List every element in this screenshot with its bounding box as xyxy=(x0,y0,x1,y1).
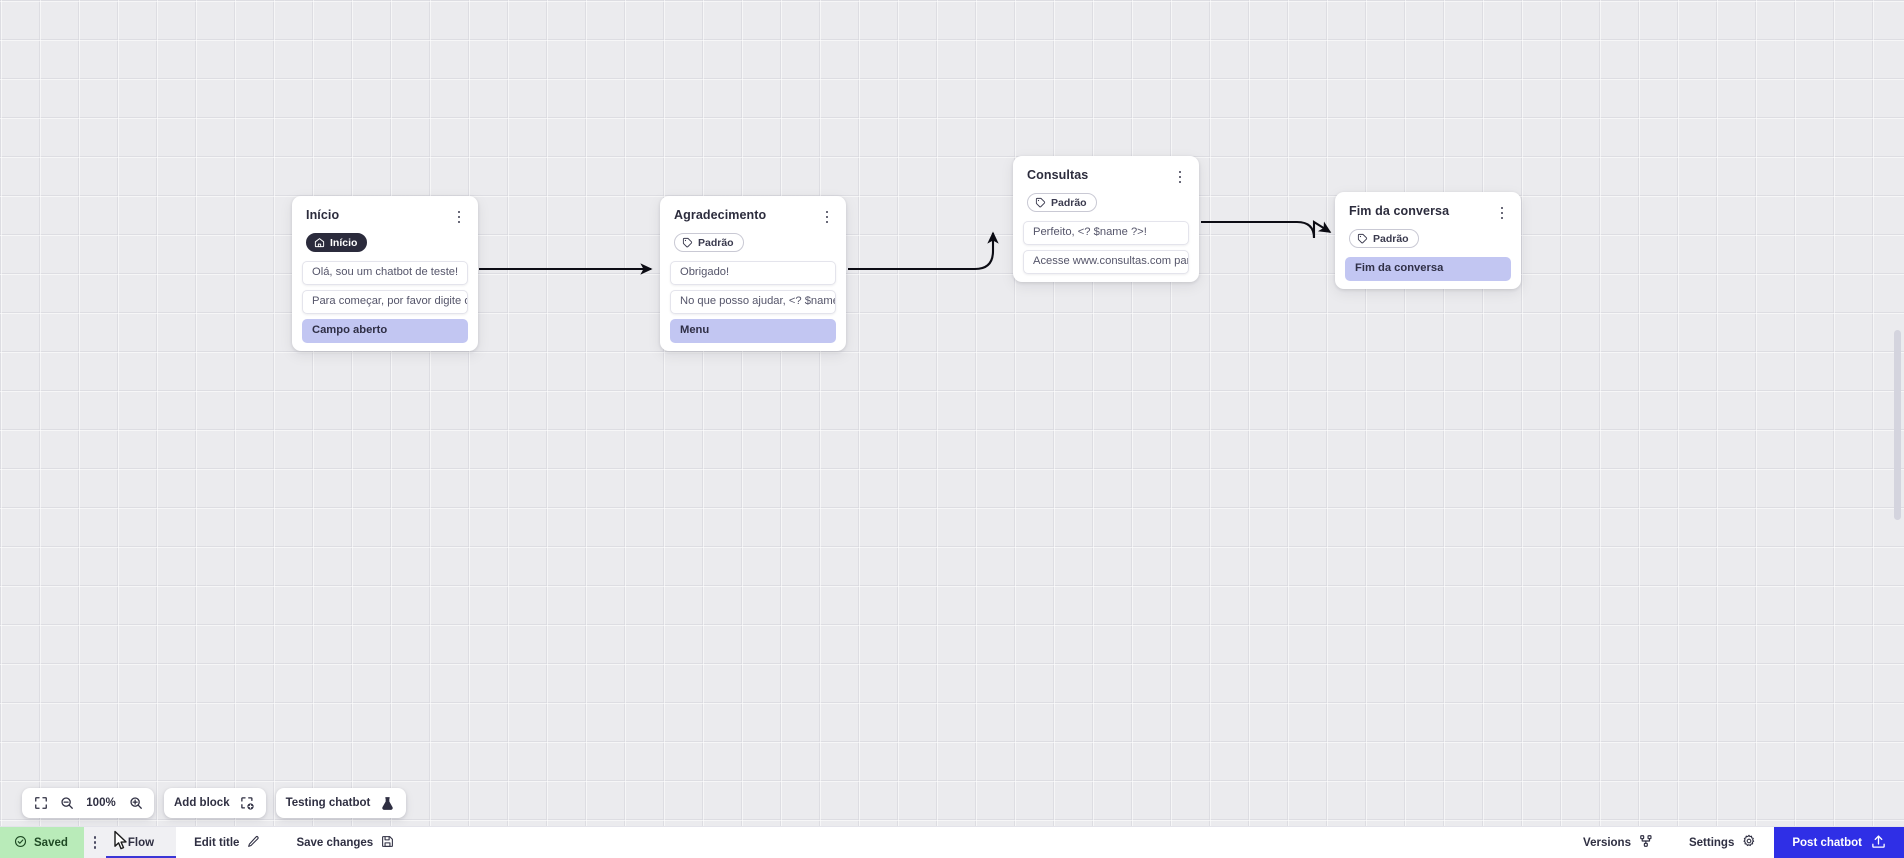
tab-flow[interactable]: Flow xyxy=(105,827,177,858)
node-tag-inicio[interactable]: Início xyxy=(306,233,368,252)
add-block-button[interactable]: Add block xyxy=(164,788,266,818)
node-tag-label: Padrão xyxy=(1373,232,1409,245)
flow-node-fim-da-conversa[interactable]: Fim da conversa Padrão Fim da conversa xyxy=(1335,192,1521,289)
node-title: Agradecimento xyxy=(674,208,767,222)
status-bar-left: Saved Flow Edit title Save changes xyxy=(0,827,412,858)
node-tag-label: Padrão xyxy=(698,236,734,249)
tab-flow-label: Flow xyxy=(127,836,155,849)
node-tag-row: Início xyxy=(302,226,468,253)
check-circle-icon xyxy=(14,835,27,851)
node-menu-button[interactable] xyxy=(452,208,466,226)
node-title: Fim da conversa xyxy=(1349,204,1450,218)
tag-icon xyxy=(682,237,693,248)
node-row-action[interactable]: Campo aberto xyxy=(302,319,468,343)
node-row-message[interactable]: No que posso ajudar, <? $name ... xyxy=(670,290,836,314)
node-menu-button[interactable] xyxy=(1173,168,1187,186)
edit-title-label: Edit title xyxy=(194,836,240,849)
node-tag-label: Padrão xyxy=(1051,196,1087,209)
zoom-in-icon[interactable] xyxy=(127,795,144,812)
testing-chatbot-button[interactable]: Testing chatbot xyxy=(275,788,407,818)
node-row-message[interactable]: Obrigado! xyxy=(670,261,836,285)
node-header: Consultas xyxy=(1023,166,1189,186)
post-chatbot-label: Post chatbot xyxy=(1792,836,1862,849)
flow-node-inicio[interactable]: Início Início Olá, sou um chatbot de tes… xyxy=(292,196,478,351)
node-row-message[interactable]: Para começar, por favor digite o ... xyxy=(302,290,468,314)
node-tag-row: Padrão xyxy=(1023,186,1189,213)
testing-chatbot-label: Testing chatbot xyxy=(285,797,371,809)
status-bar-right: Versions Settings xyxy=(1565,827,1904,858)
flask-icon xyxy=(379,795,396,812)
node-row-action[interactable]: Menu xyxy=(670,319,836,343)
edge-consultas-fim xyxy=(1201,220,1332,239)
flow-node-agradecimento[interactable]: Agradecimento Padrão Obrigado! No que po… xyxy=(660,196,846,351)
branch-icon xyxy=(1639,834,1653,851)
pencil-icon xyxy=(247,835,260,851)
add-block-icon xyxy=(239,795,256,812)
versions-label: Versions xyxy=(1583,836,1631,849)
node-header: Início xyxy=(302,206,468,226)
canvas-toolbar: 100% Add block xyxy=(22,788,407,818)
saved-status-badge: Saved xyxy=(0,827,84,858)
node-row-action[interactable]: Fim da conversa xyxy=(1345,257,1511,281)
zoom-controls: 100% xyxy=(22,788,154,818)
save-changes-button[interactable]: Save changes xyxy=(278,827,412,858)
home-icon xyxy=(314,237,325,248)
node-tag-padrao[interactable]: Padrão xyxy=(674,233,744,252)
settings-label: Settings xyxy=(1688,836,1735,849)
flow-canvas[interactable]: Início Início Olá, sou um chatbot de tes… xyxy=(0,0,1904,826)
save-changes-label: Save changes xyxy=(296,836,374,849)
zoom-out-icon[interactable] xyxy=(58,795,75,812)
node-tag-row: Padrão xyxy=(1345,222,1511,249)
canvas-vertical-scrollbar[interactable] xyxy=(1894,330,1901,520)
fullscreen-icon[interactable] xyxy=(32,795,49,812)
node-rows: Fim da conversa xyxy=(1345,257,1511,281)
node-rows: Olá, sou um chatbot de teste! Para começ… xyxy=(302,261,468,343)
add-block-label: Add block xyxy=(174,797,230,809)
gear-icon xyxy=(1742,834,1756,851)
node-tag-row: Padrão xyxy=(670,226,836,253)
node-title: Início xyxy=(306,208,340,222)
tag-icon xyxy=(1357,233,1368,244)
flow-edges xyxy=(479,220,1332,275)
node-row-message[interactable]: Perfeito, <? $name ?>! xyxy=(1023,221,1189,245)
node-title: Consultas xyxy=(1027,168,1089,182)
node-rows: Obrigado! No que posso ajudar, <? $name … xyxy=(670,261,836,343)
versions-button[interactable]: Versions xyxy=(1565,827,1671,858)
node-rows: Perfeito, <? $name ?>! Acesse www.consul… xyxy=(1023,221,1189,274)
node-header: Fim da conversa xyxy=(1345,202,1511,222)
flow-node-consultas[interactable]: Consultas Padrão Perfeito, <? $name ?>! … xyxy=(1013,156,1199,282)
upload-icon xyxy=(1871,834,1886,852)
node-header: Agradecimento xyxy=(670,206,836,226)
scrollbar-thumb[interactable] xyxy=(1894,330,1901,520)
node-tag-padrao[interactable]: Padrão xyxy=(1349,229,1419,248)
tag-icon xyxy=(1035,197,1046,208)
node-menu-button[interactable] xyxy=(1495,204,1509,222)
saved-label: Saved xyxy=(34,836,68,849)
settings-button[interactable]: Settings xyxy=(1671,827,1774,858)
node-menu-button[interactable] xyxy=(820,208,834,226)
edge-agradecimento-consultas xyxy=(848,231,999,271)
node-row-message[interactable]: Olá, sou um chatbot de teste! xyxy=(302,261,468,285)
status-bar: Saved Flow Edit title Save changes xyxy=(0,826,1904,858)
drag-dots-icon[interactable] xyxy=(83,827,106,858)
zoom-level-label: 100% xyxy=(86,797,116,809)
node-tag-padrao[interactable]: Padrão xyxy=(1027,193,1097,212)
node-row-message[interactable]: Acesse www.consultas.com par... xyxy=(1023,250,1189,274)
edit-title-button[interactable]: Edit title xyxy=(176,827,278,858)
save-icon xyxy=(381,835,394,851)
post-chatbot-button[interactable]: Post chatbot xyxy=(1774,827,1904,858)
node-tag-label: Início xyxy=(330,236,358,249)
